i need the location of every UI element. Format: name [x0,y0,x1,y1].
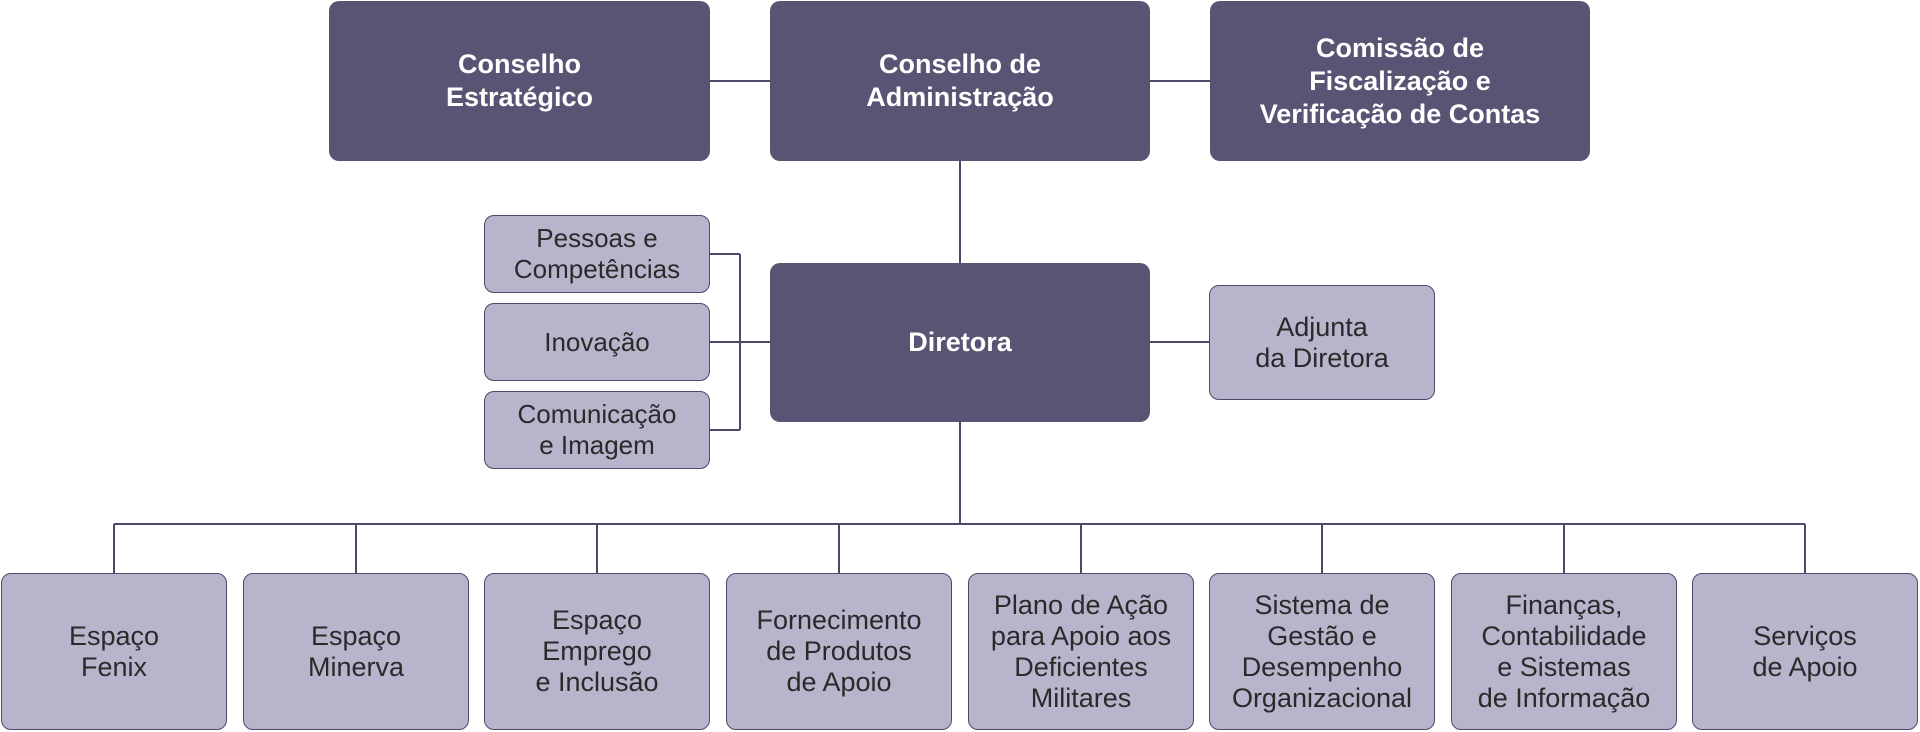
box-label: Conselho de Administração [866,49,1054,112]
box-label: Comissão de Fiscalização e Verificação d… [1259,32,1541,129]
box-label: Espaço Minerva [307,620,405,682]
box-label: Fornecimento de Produtos de Apoio [756,605,922,697]
box-inovacao: Inovação [484,303,710,381]
box-plano-acao: Plano de Ação para Apoio aos Deficientes… [968,573,1194,730]
box-label: Espaço Fenix [68,620,160,682]
box-label: Comunicação e Imagem [517,399,677,460]
box-label: Sistema de Gestão e Desempenho Organizac… [1231,589,1413,713]
box-diretora: Diretora [770,263,1150,422]
box-label: Conselho Estratégico [445,49,594,112]
box-label: Pessoas e Competências [513,223,681,284]
box-label: Plano de Ação para Apoio aos Deficientes… [990,589,1172,713]
box-comissao-fiscalizacao: Comissão de Fiscalização e Verificação d… [1210,1,1590,161]
box-conselho-estrategico: Conselho Estratégico [329,1,710,161]
box-pessoas-competencias: Pessoas e Competências [484,215,710,293]
box-adjunta-diretora: Adjunta da Diretora [1209,285,1435,400]
box-label: Inovação [544,326,650,357]
box-espaco-emprego-inclusao: Espaço Emprego e Inclusão [484,573,710,730]
box-label: Serviços de Apoio [1752,620,1858,682]
box-label: Diretora [908,327,1012,357]
box-servicos-apoio: Serviços de Apoio [1692,573,1918,730]
box-sistema-gestao: Sistema de Gestão e Desempenho Organizac… [1209,573,1435,730]
box-label: Adjunta da Diretora [1255,311,1389,373]
box-espaco-minerva: Espaço Minerva [243,573,469,730]
box-conselho-administracao: Conselho de Administração [770,1,1150,161]
box-label: Espaço Emprego e Inclusão [535,605,659,697]
box-comunicacao-imagem: Comunicação e Imagem [484,391,710,469]
box-fornecimento-produtos: Fornecimento de Produtos de Apoio [726,573,952,730]
box-financas-contabilidade: Finanças, Contabilidade e Sistemas de In… [1451,573,1677,730]
box-label: Finanças, Contabilidade e Sistemas de In… [1477,589,1651,713]
box-espaco-fenix: Espaço Fenix [1,573,227,730]
